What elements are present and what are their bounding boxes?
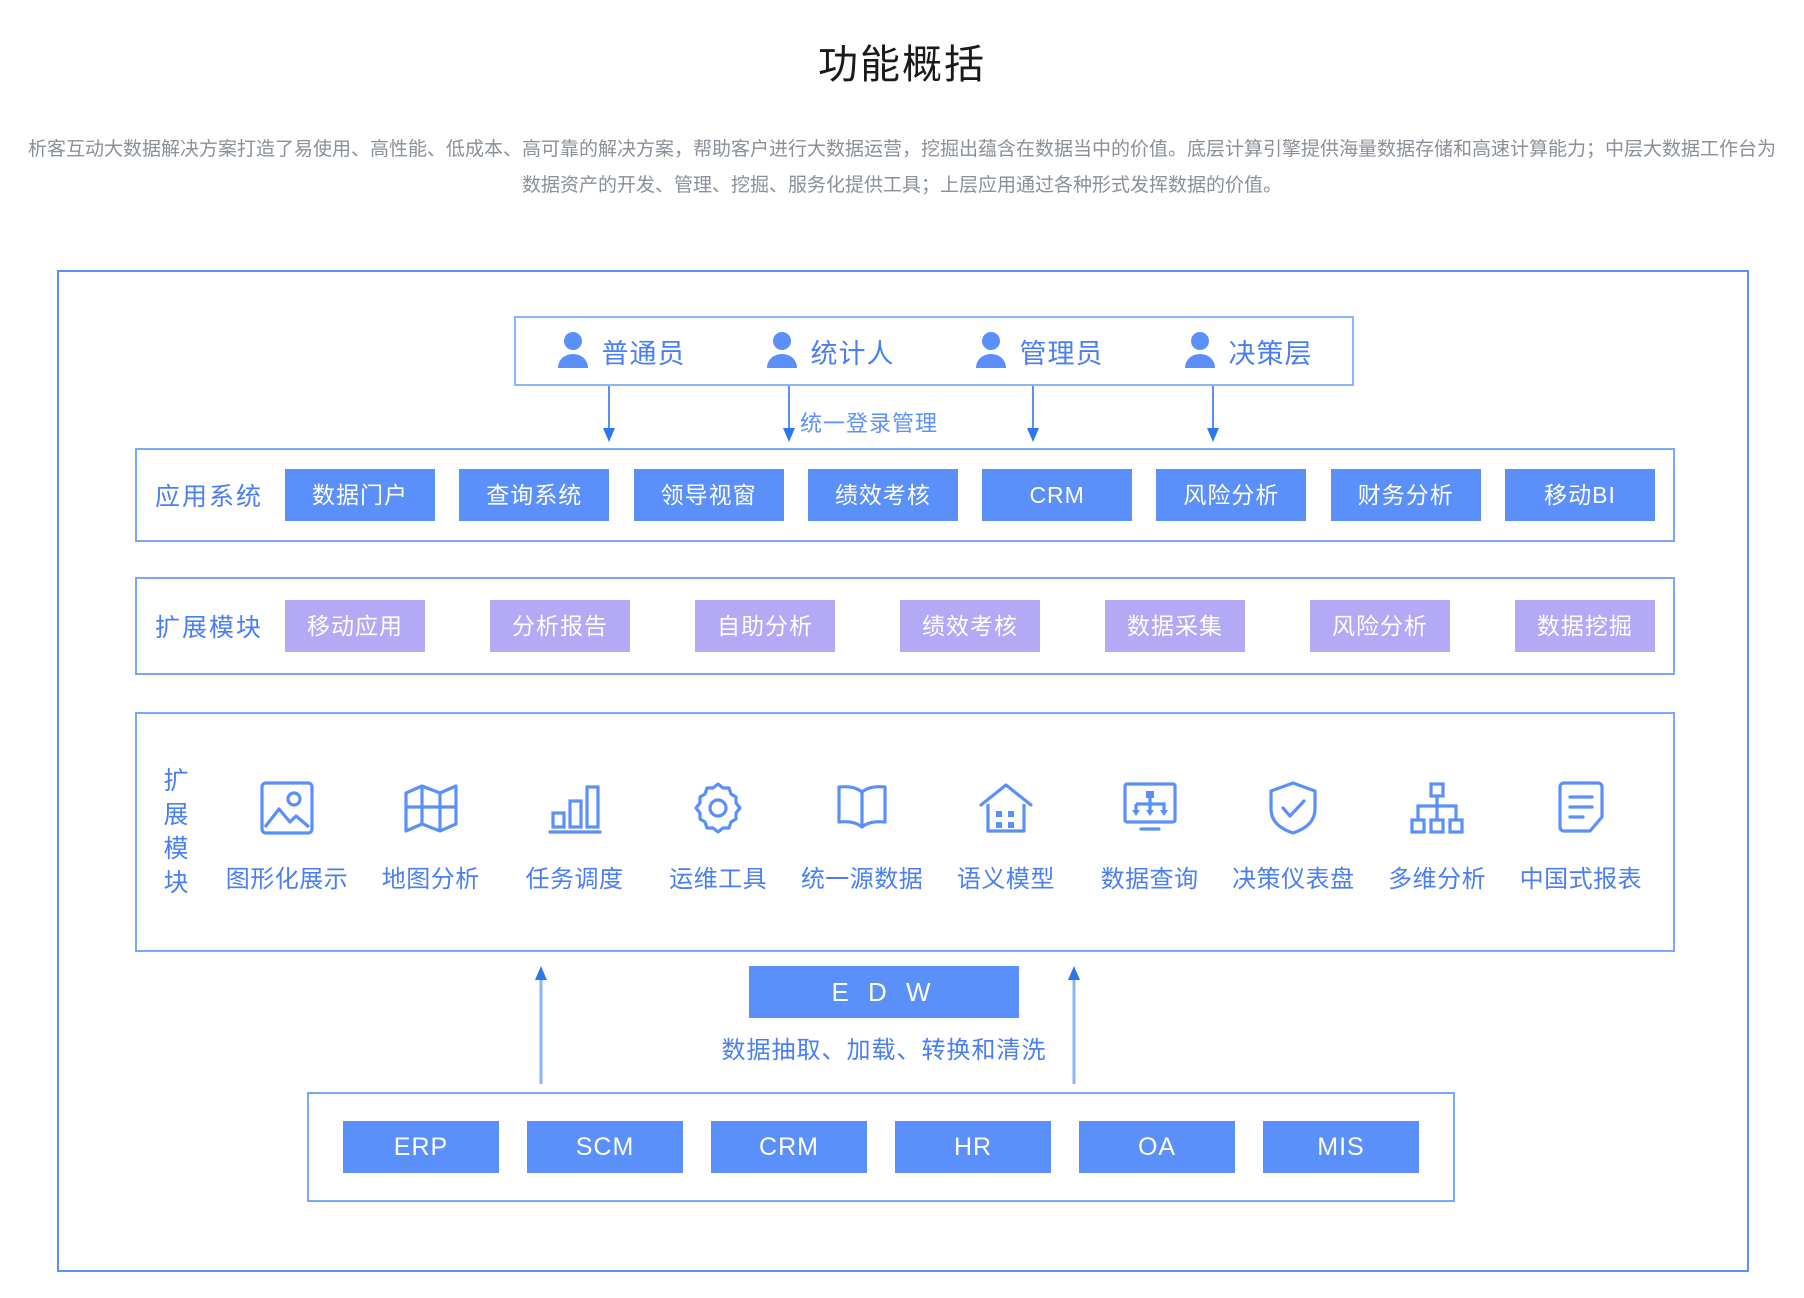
- source-systems-band: ERP SCM CRM HR OA MIS: [307, 1092, 1455, 1202]
- user-icon: [556, 330, 590, 373]
- capability-item[interactable]: 数据查询: [1080, 771, 1220, 894]
- application-layer-title: 应用系统: [155, 483, 264, 511]
- capability-label: 数据查询: [1100, 865, 1199, 893]
- role-label: 统计人: [810, 338, 895, 369]
- edw-chip[interactable]: E D W: [749, 966, 1019, 1018]
- capability-label: 中国式报表: [1519, 865, 1643, 893]
- login-label: 统一登录管理: [800, 411, 939, 436]
- role-item[interactable]: 统计人: [765, 330, 895, 373]
- map-icon: [400, 771, 462, 845]
- login-arrows-band: 统一登录管理: [514, 386, 1354, 444]
- gear-icon: [687, 771, 749, 845]
- bar-chart-icon: [544, 771, 606, 845]
- ext-chip[interactable]: 数据采集: [1104, 600, 1245, 652]
- user-icon: [765, 330, 799, 373]
- house-icon: [975, 771, 1037, 845]
- extension-layer: 扩展模块 移动应用 分析报告 自助分析 绩效考核 数据采集 风险分析 数据挖掘: [135, 577, 1675, 675]
- ext-chip[interactable]: 绩效考核: [899, 600, 1040, 652]
- capability-label: 多维分析: [1388, 865, 1487, 893]
- role-item[interactable]: 决策层: [1183, 330, 1313, 373]
- role-item[interactable]: 普通员: [556, 330, 686, 373]
- role-label: 普通员: [601, 338, 686, 369]
- app-chip[interactable]: 数据门户: [285, 469, 436, 521]
- ext-chip[interactable]: 移动应用: [285, 600, 426, 652]
- source-chip[interactable]: OA: [1079, 1121, 1235, 1173]
- app-chip[interactable]: 财务分析: [1330, 469, 1481, 521]
- app-chip[interactable]: 风险分析: [1156, 469, 1307, 521]
- image-icon: [256, 771, 318, 845]
- extension-chip-row: 移动应用 分析报告 自助分析 绩效考核 数据采集 风险分析 数据挖掘: [285, 600, 1655, 652]
- capability-panel-title: 扩展模块: [163, 767, 189, 897]
- application-chip-row: 数据门户 查询系统 领导视窗 绩效考核 CRM 风险分析 财务分析 移动BI: [285, 469, 1655, 521]
- app-chip[interactable]: 移动BI: [1504, 469, 1655, 521]
- role-item[interactable]: 管理员: [974, 330, 1104, 373]
- capability-item[interactable]: 运维工具: [648, 771, 788, 894]
- up-arrow-icon: [1067, 966, 1081, 1084]
- architecture-diagram: 普通员 统计人 管理员 决策层 统一登录管理: [57, 270, 1749, 1272]
- user-icon: [1183, 330, 1217, 373]
- source-chip[interactable]: ERP: [343, 1121, 499, 1173]
- capability-label: 统一源数据: [800, 865, 924, 893]
- capability-icon-grid: 图形化展示 地图分析: [217, 771, 1651, 894]
- application-layer: 应用系统 数据门户 查询系统 领导视窗 绩效考核 CRM 风险分析 财务分析 移…: [135, 448, 1675, 542]
- document-icon: [1550, 771, 1612, 845]
- down-arrow-icon: [1206, 386, 1220, 442]
- monitor-flow-icon: [1119, 771, 1181, 845]
- hierarchy-icon: [1406, 771, 1468, 845]
- capability-item[interactable]: 决策仪表盘: [1223, 771, 1363, 894]
- ext-chip[interactable]: 数据挖掘: [1514, 600, 1655, 652]
- role-label: 管理员: [1019, 338, 1104, 369]
- capability-label: 任务调度: [525, 865, 624, 893]
- capability-item[interactable]: 任务调度: [505, 771, 645, 894]
- role-label: 决策层: [1228, 338, 1313, 369]
- down-arrow-icon: [1026, 386, 1040, 442]
- ext-chip[interactable]: 自助分析: [694, 600, 835, 652]
- capability-label: 地图分析: [381, 865, 480, 893]
- capability-icon-panel: 扩展模块 图形化展示: [135, 712, 1675, 952]
- source-chip[interactable]: CRM: [711, 1121, 867, 1173]
- capability-label: 图形化展示: [225, 865, 349, 893]
- edw-band: E D W 数据抽取、加载、转换和清洗: [59, 962, 1751, 1092]
- capability-item[interactable]: 语义模型: [936, 771, 1076, 894]
- capability-item[interactable]: 多维分析: [1367, 771, 1507, 894]
- capability-item[interactable]: 图形化展示: [217, 771, 357, 894]
- capability-item[interactable]: 统一源数据: [792, 771, 932, 894]
- page-title: 功能概括: [818, 43, 986, 87]
- capability-item[interactable]: 中国式报表: [1511, 771, 1651, 894]
- up-arrow-icon: [534, 966, 548, 1084]
- app-chip[interactable]: 绩效考核: [807, 469, 958, 521]
- app-chip[interactable]: 查询系统: [459, 469, 610, 521]
- source-chip[interactable]: HR: [895, 1121, 1051, 1173]
- shield-check-icon: [1262, 771, 1324, 845]
- capability-item[interactable]: 地图分析: [361, 771, 501, 894]
- extension-layer-title: 扩展模块: [155, 614, 264, 642]
- user-icon: [974, 330, 1008, 373]
- ext-chip[interactable]: 分析报告: [490, 600, 630, 652]
- edw-subtitle: 数据抽取、加载、转换和清洗: [721, 1037, 1047, 1064]
- down-arrow-icon: [782, 386, 796, 442]
- capability-label: 运维工具: [669, 865, 768, 893]
- ext-chip[interactable]: 风险分析: [1309, 600, 1450, 652]
- down-arrow-icon: [602, 386, 616, 442]
- source-chip[interactable]: MIS: [1263, 1121, 1419, 1173]
- capability-label: 语义模型: [956, 865, 1055, 893]
- app-chip[interactable]: CRM: [982, 469, 1133, 521]
- capability-label: 决策仪表盘: [1232, 865, 1355, 893]
- open-book-icon: [831, 771, 893, 845]
- roles-band: 普通员 统计人 管理员 决策层: [514, 316, 1354, 386]
- source-chip[interactable]: SCM: [527, 1121, 683, 1173]
- page-description: 析客互动大数据解决方案打造了易使用、高性能、低成本、高可靠的解决方案，帮助客户进…: [27, 139, 1776, 196]
- app-chip[interactable]: 领导视窗: [633, 469, 784, 521]
